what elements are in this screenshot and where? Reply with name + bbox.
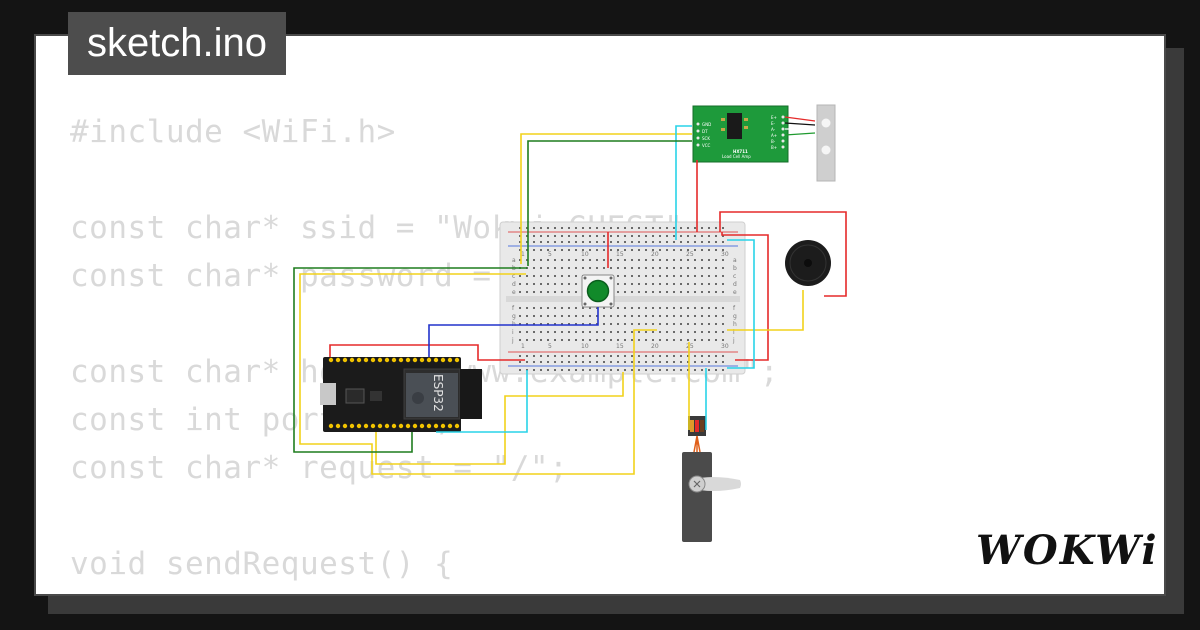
hx711-module: GND DT SCK VCC E+ E- A- A+ B- B+ HX711 L… (692, 105, 789, 163)
hx711-pin-label: GND (702, 122, 711, 127)
row-letter: c (512, 273, 515, 280)
row-letter: g (733, 313, 737, 320)
esp32-board: ESP32 (320, 357, 482, 432)
filename-tab[interactable]: sketch.ino (68, 12, 286, 75)
column-number: 1 (521, 343, 525, 350)
column-number: 30 (721, 343, 729, 350)
row-letter: h (733, 321, 737, 328)
code-line: #include <WiFi.h> (70, 114, 396, 150)
row-letter: i (512, 329, 514, 336)
row-letter: j (511, 337, 514, 344)
load-cell (816, 104, 836, 182)
row-letter: f (733, 305, 736, 312)
row-letter: i (733, 329, 735, 336)
hx711-pin-label: E+ (771, 115, 777, 120)
hx711-pin-label: B- (771, 139, 776, 144)
esp32-pin-headers (328, 357, 460, 429)
row-letter: g (512, 313, 516, 320)
hx711-pin-label: E- (771, 121, 776, 126)
breadboard-holes (519, 227, 724, 371)
servo-motor (682, 416, 741, 542)
row-letter: d (733, 281, 737, 288)
hx711-pin-label: A+ (771, 133, 777, 138)
column-number: 5 (548, 251, 552, 258)
column-number: 10 (581, 343, 589, 350)
column-number: 15 (616, 251, 624, 258)
code-line: void sendRequest() { (70, 546, 454, 582)
code-line: const char* request = "/"; (70, 450, 569, 486)
column-number: 10 (581, 251, 589, 258)
row-letter: d (512, 281, 516, 288)
wokwi-logo[interactable]: WOKWi (976, 527, 1159, 574)
row-letter: e (733, 289, 737, 296)
row-letter: a (733, 257, 737, 264)
column-number: 5 (548, 343, 552, 350)
column-number: 25 (686, 251, 694, 258)
breadboard: 1 5 10 15 20 25 30 1 5 10 15 20 25 30 a … (499, 221, 746, 375)
column-number: 15 (616, 343, 624, 350)
esp32-label: ESP32 (431, 374, 445, 412)
hx711-pin-label: SCK (702, 136, 710, 141)
wires (293, 125, 847, 475)
row-letter: j (732, 337, 735, 344)
column-numbers: 1 5 10 15 20 25 30 1 5 10 15 20 25 30 (521, 251, 729, 350)
push-button[interactable] (581, 274, 615, 308)
column-number: 25 (686, 343, 694, 350)
hx711-title: HX711 (733, 149, 748, 154)
row-letter: c (733, 273, 736, 280)
row-letters: a b c d e f g h i j a b c d e f g h i j (511, 257, 737, 344)
column-number: 20 (651, 343, 659, 350)
row-letter: e (512, 289, 516, 296)
buzzer (785, 240, 831, 286)
hx711-pin-label: VCC (702, 143, 711, 148)
hx711-subtitle: Load Cell Amp (722, 154, 751, 159)
row-letter: f (512, 305, 515, 312)
hx711-pin-label: DT (702, 129, 708, 134)
column-number: 20 (651, 251, 659, 258)
row-letter: b (733, 265, 737, 272)
column-number: 1 (521, 251, 525, 258)
row-letter: a (512, 257, 516, 264)
column-number: 30 (721, 251, 729, 258)
hx711-pin-label: A- (771, 127, 776, 132)
hx711-pin-label: B+ (771, 145, 777, 150)
